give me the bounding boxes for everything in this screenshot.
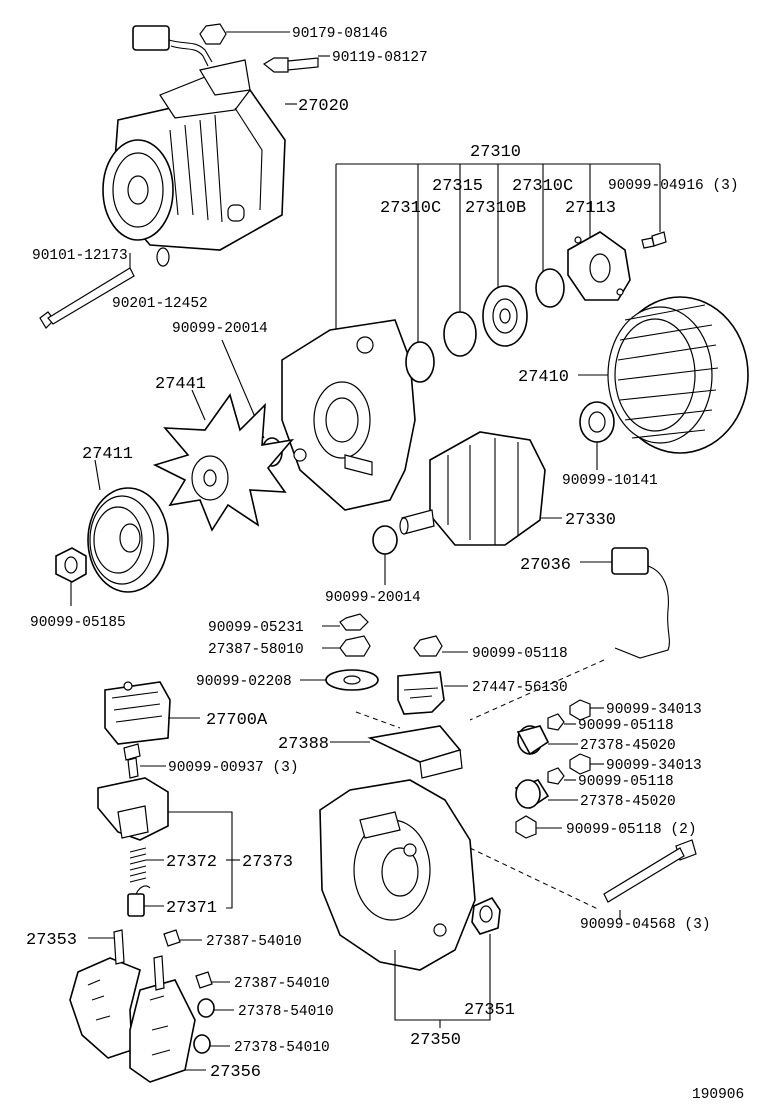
bearing-27310B bbox=[482, 285, 528, 347]
label-90099-05118-d: 90099-05118 (2) bbox=[566, 822, 697, 838]
rear-end-frame-27350 bbox=[319, 779, 491, 1028]
insulator-27387-58010 bbox=[322, 635, 371, 657]
label-27378-54010-b: 27378-54010 bbox=[234, 1040, 330, 1056]
label-90099-00937: 90099-00937 (3) bbox=[168, 760, 299, 776]
cap-27351 bbox=[471, 896, 501, 1000]
brush-holder-27373 bbox=[97, 777, 240, 909]
nut-90099-05231 bbox=[339, 613, 369, 631]
label-27330: 27330 bbox=[565, 511, 616, 530]
terminal-27447-56130 bbox=[397, 635, 468, 715]
label-27387-54010-a: 27387-54010 bbox=[206, 934, 302, 950]
label-27700A: 27700A bbox=[206, 711, 268, 730]
label-90099-34013-b: 90099-34013 bbox=[606, 758, 702, 774]
screw-90099-04916 bbox=[641, 231, 667, 249]
label-90099-02208: 90099-02208 bbox=[196, 674, 292, 690]
label-90099-04568: 90099-04568 (3) bbox=[580, 917, 711, 933]
label-27315: 27315 bbox=[432, 177, 483, 196]
screw-90099-00937 bbox=[123, 743, 166, 779]
callout-tree-27310 bbox=[335, 163, 661, 345]
label-90099-05118-c: 90099-05118 bbox=[578, 774, 674, 790]
label-27356: 27356 bbox=[210, 1063, 261, 1082]
cover-27310C-b bbox=[535, 268, 565, 308]
brush-27371 bbox=[127, 885, 164, 917]
fan-27441 bbox=[152, 389, 295, 532]
label-27310C-b: 27310C bbox=[512, 177, 573, 196]
label-90099-05118-a: 90099-05118 bbox=[472, 646, 568, 662]
diagram-id: 190906 bbox=[692, 1087, 744, 1103]
rotor-27330 bbox=[399, 431, 562, 546]
label-90101-12173: 90101-12173 bbox=[32, 248, 128, 264]
label-27353: 27353 bbox=[26, 931, 77, 950]
label-27020: 27020 bbox=[298, 97, 349, 116]
label-27387-58010: 27387-58010 bbox=[208, 642, 304, 658]
regulator-27700A bbox=[104, 681, 200, 745]
label-27411: 27411 bbox=[82, 445, 133, 464]
label-90179-08146: 90179-08146 bbox=[292, 26, 388, 42]
bearing-90099-10141 bbox=[579, 401, 615, 470]
spring-27372 bbox=[129, 847, 164, 883]
label-27387-54010-b: 27387-54010 bbox=[234, 976, 330, 992]
insulators-54010 bbox=[163, 929, 234, 1054]
label-27388: 27388 bbox=[278, 735, 329, 754]
label-27371: 27371 bbox=[166, 899, 217, 918]
label-90099-10141: 90099-10141 bbox=[562, 473, 658, 489]
label-90099-05231: 90099-05231 bbox=[208, 620, 304, 636]
washer-90099-02208 bbox=[300, 669, 379, 691]
retainer-27113 bbox=[567, 231, 631, 301]
right-insulator-stack bbox=[514, 699, 604, 839]
part-labels: 90179-08146 90119-08127 27020 27310 2731… bbox=[26, 26, 744, 1103]
label-27378-45020-a: 27378-45020 bbox=[580, 738, 676, 754]
label-27378-54010-a: 27378-54010 bbox=[238, 1004, 334, 1020]
label-27310B: 27310B bbox=[465, 199, 526, 218]
label-90099-20014-b: 90099-20014 bbox=[325, 590, 421, 606]
label-27373: 27373 bbox=[242, 853, 293, 872]
label-90099-05185: 90099-05185 bbox=[30, 615, 126, 631]
seal-27315 bbox=[443, 311, 477, 357]
label-27441: 27441 bbox=[155, 375, 206, 394]
label-27447-56130: 27447-56130 bbox=[472, 680, 568, 696]
label-90201-12452: 90201-12452 bbox=[112, 296, 208, 312]
pulley-27411 bbox=[87, 459, 169, 593]
nut-90179-08146 bbox=[199, 23, 290, 45]
connector-27036 bbox=[580, 547, 670, 659]
alternator-assembly bbox=[102, 59, 286, 251]
label-27310: 27310 bbox=[470, 143, 521, 162]
label-90119-08127: 90119-08127 bbox=[332, 50, 428, 66]
label-27372: 27372 bbox=[166, 853, 217, 872]
label-90099-05118-b: 90099-05118 bbox=[578, 718, 674, 734]
label-90099-34013-a: 90099-34013 bbox=[606, 702, 702, 718]
through-bolt-90101-12173 bbox=[39, 253, 135, 329]
label-27113: 27113 bbox=[565, 199, 616, 218]
label-27310C-a: 27310C bbox=[380, 199, 441, 218]
nut-90099-05185 bbox=[55, 547, 87, 606]
cover-27310C-a bbox=[405, 341, 435, 383]
label-27036: 27036 bbox=[520, 556, 571, 575]
bolt-90119-08127 bbox=[262, 55, 330, 73]
washer-90201-12452 bbox=[156, 247, 170, 267]
label-90099-20014-a: 90099-20014 bbox=[172, 321, 268, 337]
label-27351: 27351 bbox=[464, 1001, 515, 1020]
connector-plug-top bbox=[132, 25, 213, 67]
label-27410: 27410 bbox=[518, 368, 569, 387]
bolt-90099-04568 bbox=[603, 839, 697, 920]
label-27378-45020-b: 27378-45020 bbox=[580, 794, 676, 810]
spacer-90099-20014-b bbox=[372, 525, 398, 585]
label-90099-04916: 90099-04916 (3) bbox=[608, 178, 739, 194]
drive-end-frame bbox=[281, 319, 416, 511]
plate-27388 bbox=[330, 725, 463, 779]
rectifier-27356 bbox=[69, 929, 206, 1083]
label-27350: 27350 bbox=[410, 1031, 461, 1050]
stator-27410 bbox=[578, 296, 749, 454]
